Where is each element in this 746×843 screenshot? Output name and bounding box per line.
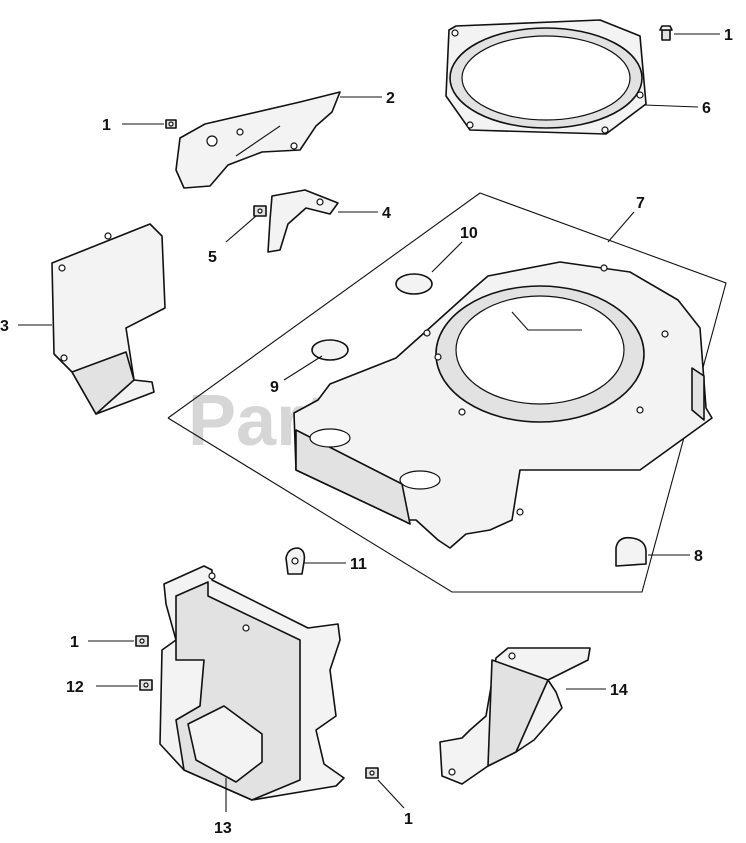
screw-5[interactable] (253, 205, 267, 217)
part-3-side-shroud[interactable] (51, 223, 166, 415)
screw-12[interactable] (139, 679, 153, 691)
part-14-lower-baffle[interactable] (439, 647, 591, 785)
callout-6: 6 (702, 100, 711, 117)
part-13-front-shroud[interactable] (159, 565, 345, 801)
leader-5 (225, 215, 257, 243)
callout-7: 7 (636, 195, 645, 212)
screw-1-mid-left[interactable] (135, 635, 149, 647)
callout-1-top-left: 1 (102, 117, 111, 134)
callout-1-mid-left: 1 (70, 634, 79, 651)
callout-1-top-right: 1 (724, 27, 733, 44)
part-4-deflector[interactable] (267, 189, 339, 253)
callout-12: 12 (66, 679, 84, 696)
part-7-blower-housing[interactable] (293, 261, 713, 549)
leader-7 (607, 211, 635, 243)
callout-9: 9 (270, 379, 279, 396)
callout-10: 10 (460, 225, 478, 242)
callout-1-bottom: 1 (404, 811, 413, 828)
leader-6 (643, 104, 699, 108)
callout-11: 11 (350, 556, 367, 573)
leader-1-bottom (377, 779, 405, 809)
screw-1-top-right[interactable] (659, 25, 673, 41)
leader-10 (431, 241, 463, 273)
callout-8: 8 (694, 548, 703, 565)
callout-14: 14 (610, 682, 628, 699)
leader-9 (283, 355, 323, 381)
callout-3: 3 (0, 318, 9, 335)
screw-1-top-left[interactable] (165, 119, 177, 129)
part-11-grommet[interactable] (285, 547, 306, 575)
callout-13: 13 (214, 820, 232, 837)
callout-5: 5 (208, 249, 217, 266)
part-9-plug[interactable] (311, 339, 349, 361)
part-6-gasket-ring[interactable] (445, 19, 647, 135)
callout-4: 4 (382, 205, 391, 222)
screw-1-bottom[interactable] (365, 767, 379, 779)
callout-2: 2 (386, 90, 395, 107)
part-8-grommet[interactable] (615, 536, 647, 567)
part-2-bracket[interactable] (175, 91, 341, 189)
part-10-plug[interactable] (395, 273, 433, 295)
